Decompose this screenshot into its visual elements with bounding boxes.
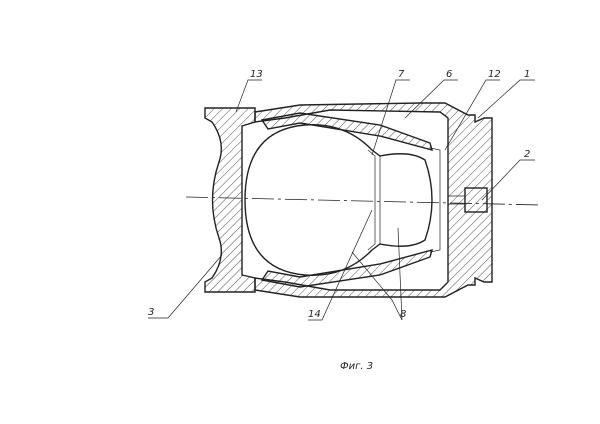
leader-3 (148, 254, 223, 319)
callout-2: 2 (524, 149, 530, 160)
callout-1: 1 (524, 69, 530, 80)
leader-8b (397, 227, 403, 321)
callout-14: 14 (308, 309, 321, 320)
leader-8a (351, 251, 403, 321)
callout-6: 6 (446, 69, 452, 80)
leader-6 (404, 79, 458, 119)
callout-12: 12 (488, 69, 501, 80)
inner-chamber (429, 147, 441, 253)
leader-14 (308, 209, 373, 321)
callout-8: 8 (400, 309, 406, 320)
cap-nut (204, 107, 256, 293)
callout-3: 3 (148, 307, 154, 318)
leader-1 (477, 79, 535, 119)
leader-12 (444, 79, 500, 151)
ring-ridge (367, 149, 376, 251)
callout-7: 7 (398, 69, 405, 80)
conical-sleeve (260, 112, 434, 151)
leader-7 (371, 79, 410, 156)
ball (244, 124, 433, 276)
housing-body (254, 102, 493, 298)
conical-sleeve-lower (260, 249, 434, 288)
leader-2 (481, 159, 535, 201)
figure-caption: Фиг. 3 (340, 361, 373, 372)
leader-13 (235, 79, 262, 113)
callout-13: 13 (250, 69, 263, 80)
plug (464, 187, 488, 213)
center-axis (185, 196, 541, 206)
